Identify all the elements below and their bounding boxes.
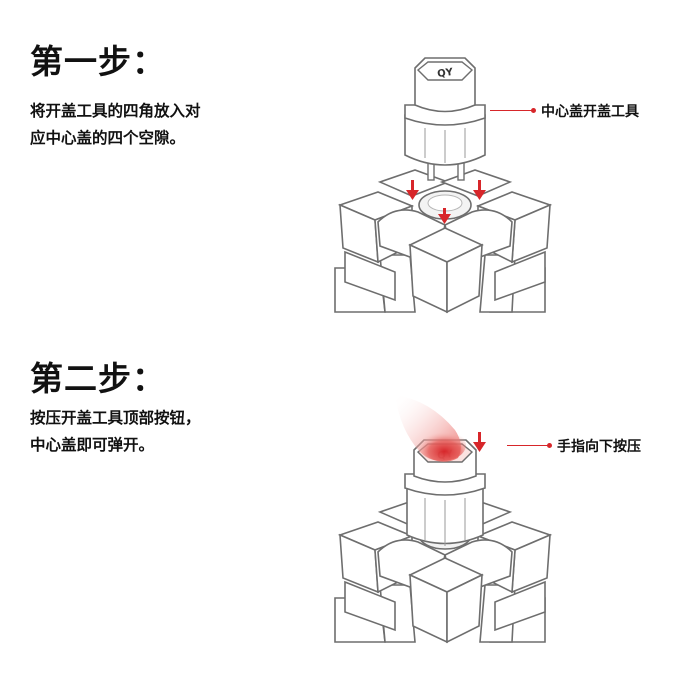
step1-opener-tool-icon: QY xyxy=(404,57,486,181)
step2-title: 第二步： xyxy=(30,359,166,398)
step2-down-arrow-icon xyxy=(473,432,486,452)
svg-text:QY: QY xyxy=(437,67,455,80)
step1-description: 将开盖工具的四角放入对 应中心盖的四个空隙。 xyxy=(30,102,201,147)
step2-callout-label: 手指向下按压 xyxy=(557,439,641,455)
step2-callout-line xyxy=(507,445,549,446)
step1-callout-line xyxy=(490,110,532,111)
step1-cube xyxy=(334,169,551,313)
step2-callout-dot xyxy=(547,443,552,448)
step1-title: 第一步： xyxy=(30,42,166,81)
step1-callout-dot xyxy=(531,108,536,113)
step2-description: 按压开盖工具顶部按钮， 中心盖即可弹开。 xyxy=(30,409,201,454)
step1-down-arrow-icon xyxy=(406,180,486,224)
finger-press-icon xyxy=(395,395,466,462)
step1-callout-label: 中心盖开盖工具 xyxy=(541,104,639,120)
